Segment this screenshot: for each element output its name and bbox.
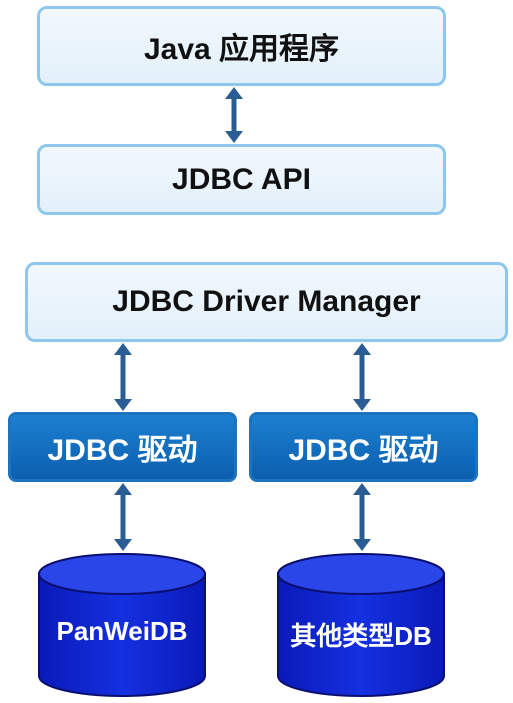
jdbc-driver-label-2: JDBC 驱动 (288, 434, 439, 467)
arrow-driver-db-2 (353, 483, 371, 551)
jdbc-driver-box-1: JDBC 驱动 (8, 412, 237, 482)
database-label-1: PanWeiDB (56, 616, 188, 646)
database-cylinder-1 (38, 553, 206, 697)
database-cylinder-2 (277, 553, 445, 697)
java-application-label: Java 应用程序 (143, 33, 340, 66)
java-application-box: Java 应用程序 (37, 6, 446, 86)
jdbc-api-box: JDBC API (37, 144, 446, 215)
arrow-driver-db-1 (114, 483, 132, 551)
arrow-app-api (225, 87, 243, 143)
jdbc-driver-box-2: JDBC 驱动 (249, 412, 478, 482)
driver-manager-box: JDBC Driver Manager (25, 262, 508, 342)
jdbc-driver-label-1: JDBC 驱动 (47, 434, 198, 467)
arrow-manager-driver-1 (114, 343, 132, 411)
jdbc-api-label: JDBC API (172, 162, 311, 196)
arrow-manager-driver-2 (353, 343, 371, 411)
database-label-2: 其他类型DB (290, 621, 432, 651)
driver-manager-label: JDBC Driver Manager (112, 285, 421, 318)
